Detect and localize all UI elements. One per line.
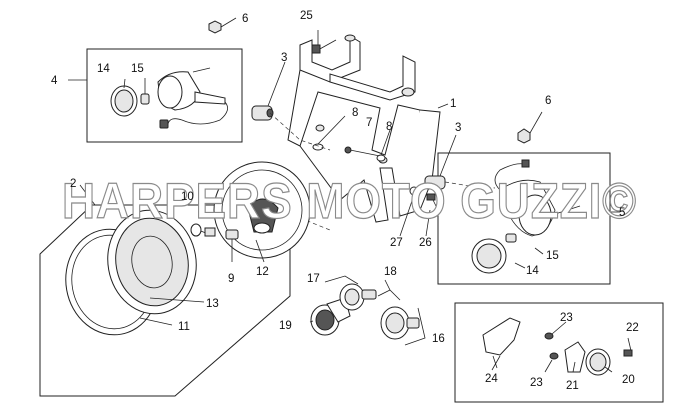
callout-14b: 14 — [526, 265, 539, 277]
callout-6a: 6 — [242, 13, 248, 25]
bolt-part-25 — [311, 39, 337, 54]
callout-11: 11 — [178, 321, 190, 333]
callout-15b: 15 — [546, 250, 559, 262]
callout-21: 21 — [566, 380, 579, 392]
callout-26: 26 — [419, 237, 432, 249]
callout-13: 13 — [206, 298, 219, 310]
callout-5: 5 — [619, 207, 625, 219]
lamp-part-18b — [380, 306, 420, 340]
callout-1: 1 — [450, 98, 456, 110]
lamp-part-18a — [339, 283, 377, 311]
nut-part-6-top — [208, 20, 222, 34]
callout-18: 18 — [384, 266, 397, 278]
callout-20: 20 — [622, 374, 635, 386]
right-indicator — [471, 159, 581, 274]
headlight-assembly-box — [39, 204, 291, 397]
callout-24: 24 — [485, 373, 498, 385]
callout-7: 7 — [366, 117, 372, 129]
tail-light-bracket-part-21 — [564, 341, 586, 373]
callout-4: 4 — [51, 75, 58, 87]
bulb-part-10 — [190, 223, 216, 237]
callout-27: 27 — [390, 237, 403, 249]
left-indicator-box — [86, 48, 243, 143]
callout-12: 12 — [256, 266, 269, 278]
callout-6b: 6 — [545, 95, 551, 107]
tail-light-bracket-part-24 — [482, 317, 521, 369]
callout-15a: 15 — [131, 63, 144, 75]
bulb-holder-part-9 — [225, 229, 239, 262]
callout-9: 9 — [228, 273, 234, 285]
callout-16: 16 — [432, 333, 445, 345]
left-indicator — [110, 67, 228, 129]
callout-23b: 23 — [530, 377, 543, 389]
watermark-text: HARPERS MOTO GUZZI© — [62, 173, 637, 229]
screw-part-23 — [544, 332, 559, 360]
callout-8a: 8 — [352, 107, 358, 119]
callout-22: 22 — [626, 322, 639, 334]
callout-2: 2 — [70, 178, 76, 190]
callout-8b: 8 — [386, 121, 392, 133]
rubber-mount-part-3-left — [251, 61, 286, 121]
callout-3b: 3 — [455, 122, 461, 134]
screw-part-22 — [623, 337, 633, 357]
callout-25: 25 — [300, 10, 313, 22]
washer-part-27 — [399, 186, 419, 237]
callout-3a: 3 — [281, 52, 287, 64]
tail-light-part-20 — [585, 348, 611, 376]
nut-part-6-right — [517, 128, 531, 144]
washer-part-8-right — [376, 129, 391, 162]
callout-17: 17 — [307, 273, 320, 285]
tail-light-box — [454, 302, 664, 403]
callout-10: 10 — [181, 191, 194, 203]
rubber-mount-part-3-right — [424, 134, 457, 190]
callout-14a: 14 — [97, 63, 110, 75]
callout-19: 19 — [279, 320, 292, 332]
right-indicator-box — [437, 152, 611, 285]
screw-part-26 — [425, 193, 439, 237]
screw-part-7 — [344, 146, 381, 157]
headlight-lens — [107, 209, 197, 315]
callout-23a: 23 — [560, 312, 573, 324]
